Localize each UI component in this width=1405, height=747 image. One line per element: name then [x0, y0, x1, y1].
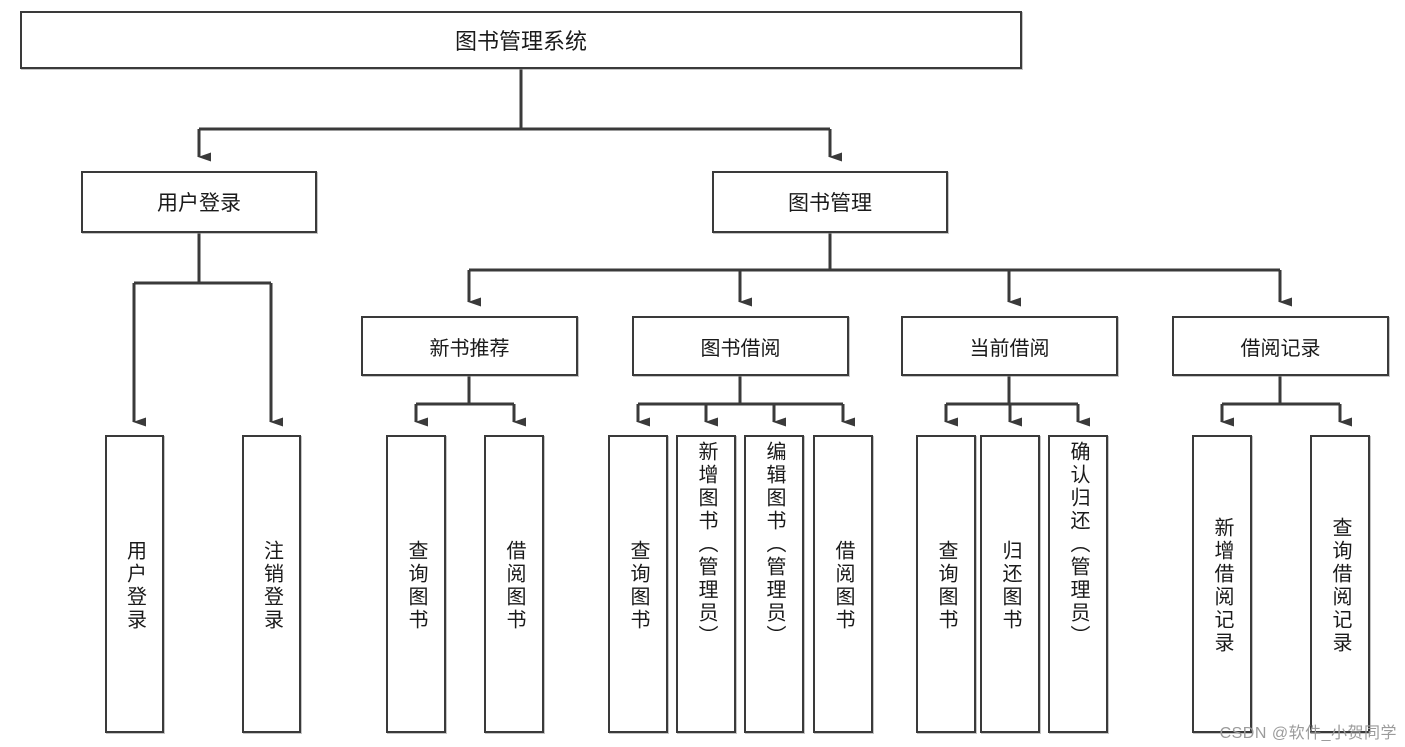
- node-new-book-recommend[interactable]: 新书推荐: [361, 316, 578, 376]
- node-leaf-edit-book[interactable]: 编辑图书（管理员）: [744, 435, 804, 733]
- node-leaf-add-borrow-record[interactable]: 新增借阅记录: [1192, 435, 1252, 733]
- node-book-borrow-label: 图书借阅: [700, 337, 781, 360]
- node-new-book-recommend-label: 新书推荐: [429, 337, 510, 360]
- node-borrow-record[interactable]: 借阅记录: [1172, 316, 1389, 376]
- node-leaf-user-login-label: 用户登录: [123, 540, 146, 632]
- node-borrow-record-label: 借阅记录: [1240, 337, 1321, 360]
- node-leaf-logout-login[interactable]: 注销登录: [242, 435, 301, 733]
- node-leaf-logout-login-label: 注销登录: [260, 540, 283, 632]
- node-leaf-add-book[interactable]: 新增图书（管理员）: [676, 435, 736, 733]
- node-leaf-confirm-return-label: 确认归还（管理员）: [1067, 441, 1089, 648]
- node-leaf-query-book-2[interactable]: 查询图书: [608, 435, 668, 733]
- node-leaf-add-borrow-record-label: 新增借阅记录: [1211, 517, 1233, 655]
- node-leaf-add-book-label: 新增图书（管理员）: [695, 441, 717, 648]
- node-leaf-return-book-label: 归还图书: [999, 540, 1021, 632]
- node-current-borrow-label: 当前借阅: [969, 337, 1050, 360]
- node-root[interactable]: 图书管理系统: [20, 11, 1022, 69]
- node-user-login-label: 用户登录: [157, 192, 241, 215]
- node-book-management-label: 图书管理: [788, 192, 872, 215]
- node-leaf-query-borrow-record[interactable]: 查询借阅记录: [1310, 435, 1370, 733]
- node-leaf-query-book-1-label: 查询图书: [405, 540, 427, 632]
- node-leaf-query-book-3[interactable]: 查询图书: [916, 435, 976, 733]
- node-user-login[interactable]: 用户登录: [81, 171, 317, 233]
- node-leaf-borrow-book-2-label: 借阅图书: [832, 540, 854, 632]
- node-leaf-borrow-book-2[interactable]: 借阅图书: [813, 435, 873, 733]
- node-leaf-query-book-1[interactable]: 查询图书: [386, 435, 446, 733]
- node-leaf-borrow-book-1-label: 借阅图书: [503, 540, 525, 632]
- node-root-label: 图书管理系统: [454, 29, 587, 54]
- csdn-watermark: CSDN @软件_小贺同学: [1219, 725, 1397, 742]
- node-leaf-query-borrow-record-label: 查询借阅记录: [1329, 517, 1351, 655]
- node-leaf-user-login[interactable]: 用户登录: [105, 435, 164, 733]
- node-leaf-query-book-2-label: 查询图书: [627, 540, 649, 632]
- node-leaf-confirm-return[interactable]: 确认归还（管理员）: [1048, 435, 1108, 733]
- node-book-management[interactable]: 图书管理: [712, 171, 948, 233]
- node-book-borrow[interactable]: 图书借阅: [632, 316, 849, 376]
- node-leaf-return-book[interactable]: 归还图书: [980, 435, 1040, 733]
- node-current-borrow[interactable]: 当前借阅: [901, 316, 1118, 376]
- node-leaf-edit-book-label: 编辑图书（管理员）: [763, 441, 785, 648]
- node-leaf-borrow-book-1[interactable]: 借阅图书: [484, 435, 544, 733]
- node-leaf-query-book-3-label: 查询图书: [935, 540, 957, 632]
